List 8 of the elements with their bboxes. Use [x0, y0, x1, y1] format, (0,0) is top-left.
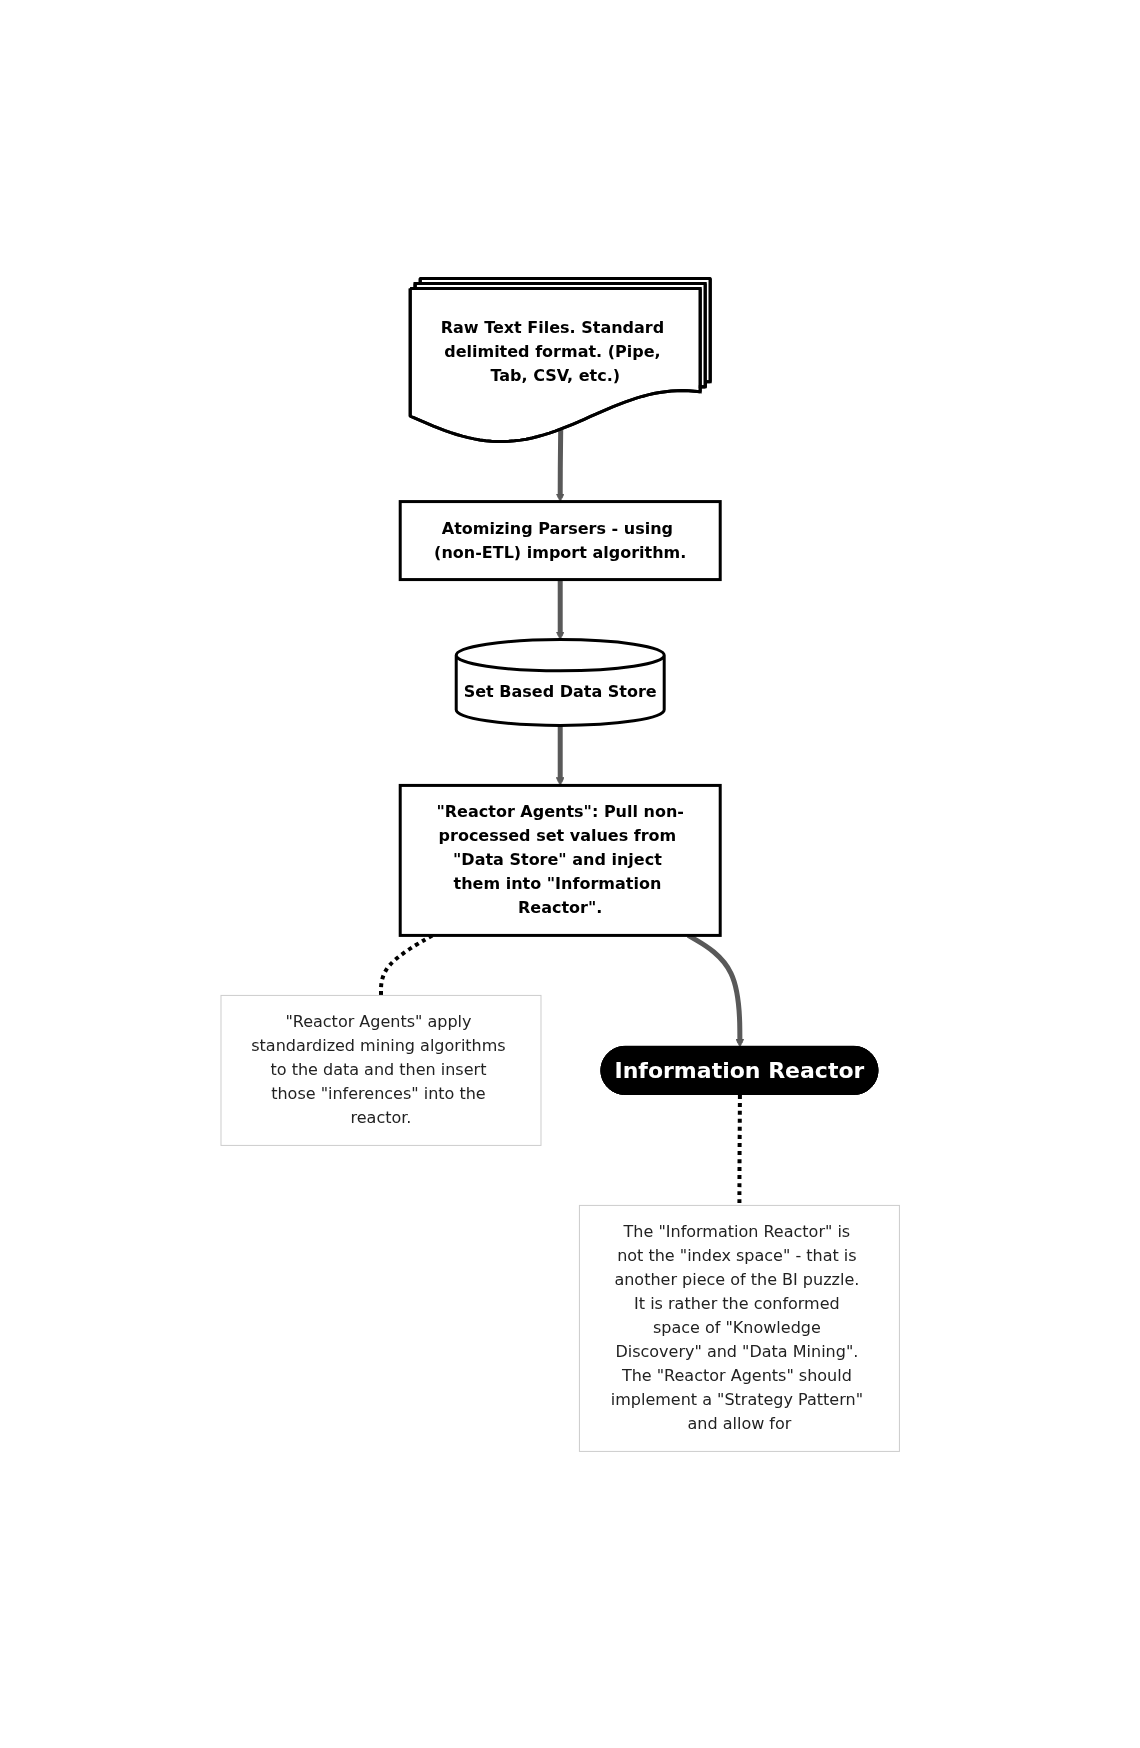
- node-box: "Reactor Agents": Pull non-processed set values from "Data Store" and inject them into "Information Reactor".: [398, 783, 722, 937]
- arrow: [555, 429, 565, 502]
- connector: [737, 1094, 742, 1206]
- arrow: [555, 725, 565, 786]
- arrow: [555, 579, 565, 640]
- node-box: Atomizing Parsers - using (non-ETL) import algorithm.: [398, 500, 722, 582]
- node-box: The "Information Reactor" is not the "index space" - that is another piece of the BI puzzle. It is rather the conformed space of "Knowledge Discovery" and "Data Mining". The "Reactor Agents" should implement a "Strategy Pattern" and allow for: [578, 1204, 900, 1452]
- node-box: "Reactor Agents" apply standardized mining algorithms to the data and then insert those "inferences" into the reactor.: [220, 994, 542, 1146]
